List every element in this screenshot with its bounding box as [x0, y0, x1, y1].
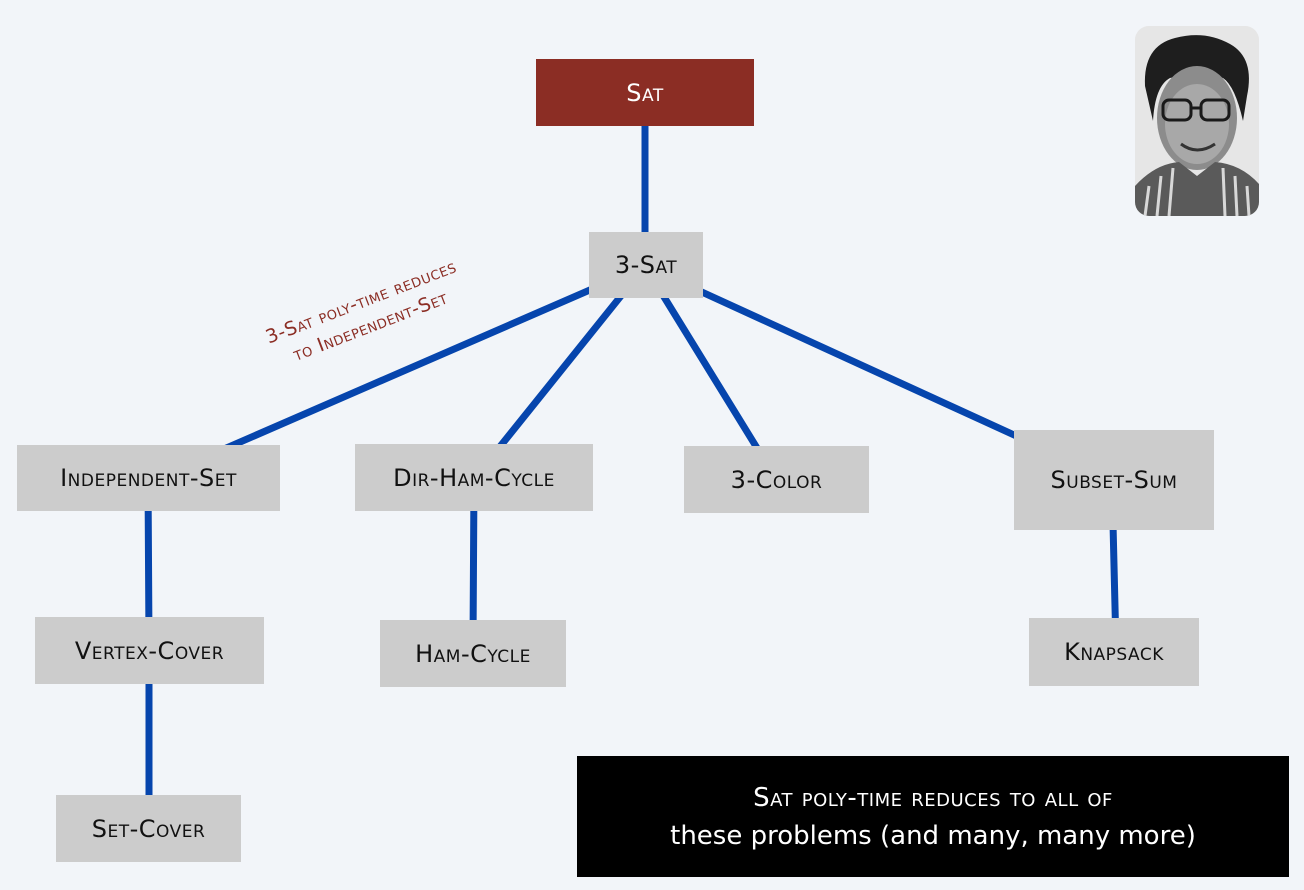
node-dir-ham-cycle: Dir-Ham-Cycle	[355, 444, 593, 511]
callout-line-2: these problems (and many, many more)	[670, 820, 1196, 851]
node-label: Set-Cover	[91, 814, 206, 843]
node-label: Vertex-Cover	[74, 636, 225, 665]
node-3sat: 3-Sat	[589, 232, 703, 298]
portrait-icon	[1135, 26, 1259, 216]
node-subset-sum: Subset-Sum	[1014, 430, 1214, 530]
node-independent-set: Independent-Set	[17, 445, 280, 511]
edge-3sat-independent-set	[156, 262, 649, 480]
node-label: Independent-Set	[60, 464, 237, 492]
node-3color: 3-Color	[684, 446, 869, 513]
node-sat: Sat	[536, 59, 754, 126]
node-label: Ham-Cycle	[415, 639, 531, 668]
node-set-cover: Set-Cover	[56, 795, 241, 862]
node-label: Subset-Sum	[1050, 466, 1178, 494]
node-vertex-cover: Vertex-Cover	[35, 617, 264, 684]
node-label: Knapsack	[1064, 638, 1164, 666]
portrait-photo	[1135, 26, 1259, 216]
node-knapsack: Knapsack	[1029, 618, 1199, 686]
summary-callout: Sat poly-time reduces to all of these pr…	[577, 756, 1289, 877]
node-ham-cycle: Ham-Cycle	[380, 620, 566, 687]
callout-line-1: Sat poly-time reduces to all of	[753, 779, 1113, 817]
edge-3sat-dir-ham-cycle	[474, 262, 649, 479]
edge-3sat-3color	[641, 262, 777, 479]
node-label: 3-Color	[730, 465, 823, 494]
node-label: 3-Sat	[614, 251, 678, 279]
node-label: Dir-Ham-Cycle	[393, 463, 555, 492]
callout-text-1: Sat poly-time reduces to all of	[753, 782, 1113, 813]
node-label: Sat	[626, 78, 664, 107]
